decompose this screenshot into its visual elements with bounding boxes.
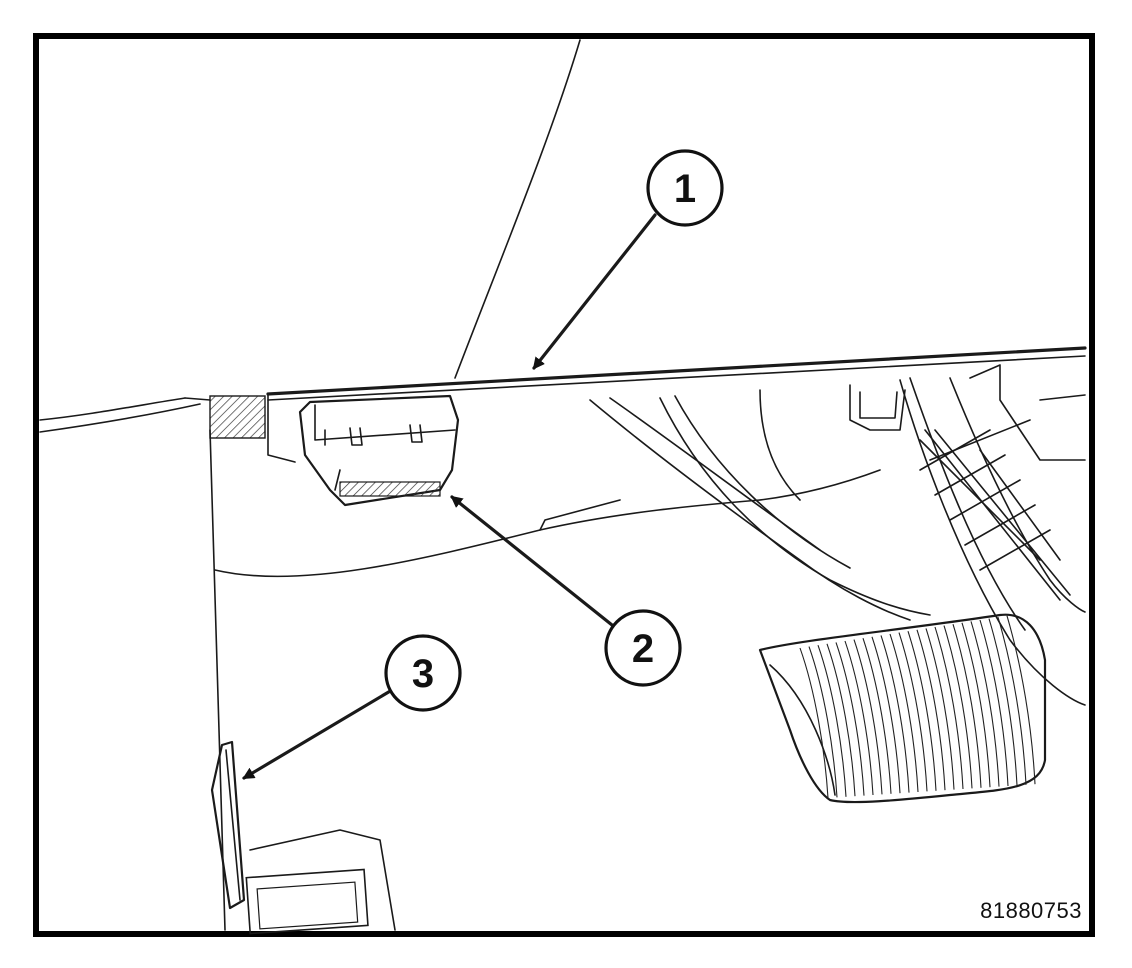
pedal-rib	[961, 622, 991, 788]
pedal-rib	[952, 624, 982, 788]
pedal-rib	[898, 632, 928, 792]
pedal-rib	[1006, 615, 1036, 785]
pedal-rib	[853, 639, 883, 795]
callout-2-circle	[604, 609, 682, 687]
callout-3-label: 3	[412, 652, 434, 696]
pedal-rib	[988, 618, 1018, 786]
knee-panel	[209, 429, 881, 935]
pedal-rib	[916, 629, 946, 791]
pedal-rib	[997, 617, 1027, 785]
callout-3-circle	[384, 634, 462, 712]
pedal-rib	[862, 638, 892, 794]
callout-1-circle	[646, 149, 724, 227]
data-link-connector	[298, 394, 460, 507]
callout-3-arrow	[242, 688, 394, 780]
figure-number: 81880753	[980, 898, 1082, 923]
brake-pedal-pad	[758, 613, 1047, 804]
pedal-rib	[889, 633, 919, 793]
pedal-rib	[808, 646, 838, 798]
pedal-rib	[835, 642, 865, 796]
pedal-rib	[943, 625, 973, 789]
left-trim	[39, 395, 266, 439]
pedal-rib	[817, 645, 847, 797]
pedal-rib	[880, 635, 910, 793]
pedal-rib	[979, 619, 1009, 787]
pedal-rib	[907, 631, 937, 791]
pedal-ribs	[799, 615, 1036, 799]
callout-2-arrow	[450, 495, 614, 627]
instrument-panel-edge	[266, 346, 1087, 463]
callout-3: 3	[242, 634, 462, 780]
pedal-rib	[826, 643, 856, 797]
pedal-rib	[799, 647, 829, 799]
wiring-harness	[919, 419, 1071, 601]
callout-1-arrow	[532, 213, 657, 370]
figure-frame	[33, 33, 1095, 937]
pedal-rib	[970, 621, 1000, 787]
pillar-line	[454, 39, 581, 379]
hood-release-bracket	[210, 740, 246, 910]
callout-2-label: 2	[632, 627, 654, 671]
callout-1: 1	[532, 149, 724, 370]
callout-1-label: 1	[674, 167, 696, 211]
pedal-rib	[934, 626, 964, 790]
pedal-bracket	[589, 364, 1086, 706]
pedal-rib	[844, 640, 874, 796]
callout-2: 2	[450, 495, 682, 687]
pedal-rib	[925, 628, 955, 790]
pedal-rib	[871, 636, 901, 794]
